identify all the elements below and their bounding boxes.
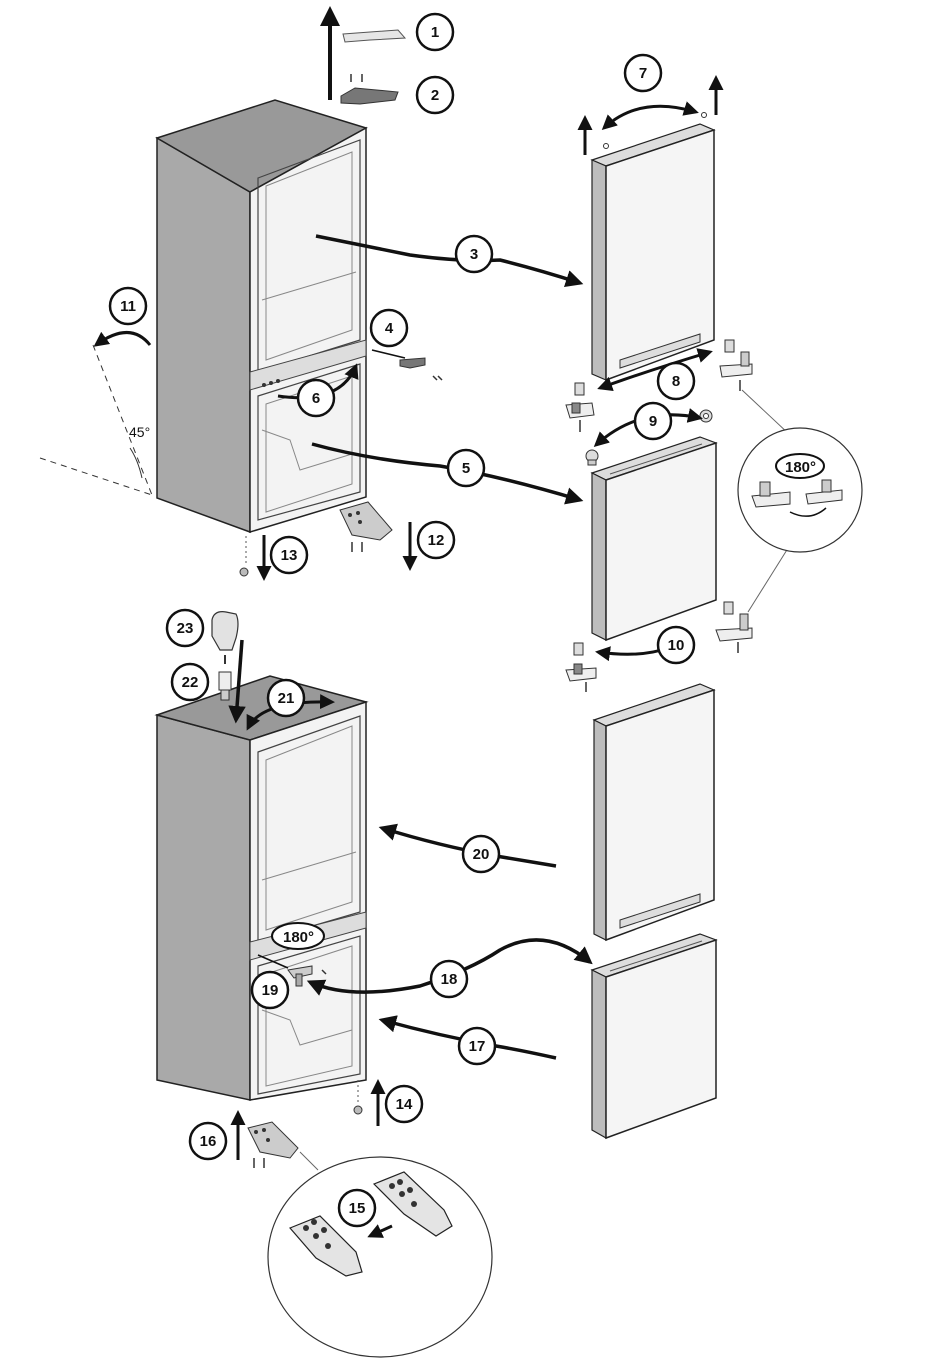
step-marker-22: 22: [172, 664, 208, 700]
step-number: 21: [278, 690, 295, 707]
step-marker-2: 2: [417, 77, 453, 113]
step-number: 11: [120, 298, 136, 315]
step-number: 6: [312, 390, 320, 407]
step-number: 9: [649, 413, 657, 430]
step-marker-18: 18: [431, 961, 467, 997]
step-marker-6: 6: [298, 380, 334, 416]
fridge-top: [157, 100, 366, 532]
step-marker-20: 20: [463, 836, 499, 872]
step-number: 8: [672, 373, 680, 390]
rotation-detail-top: [738, 390, 862, 612]
step-marker-3: 3: [456, 236, 492, 272]
step-number: 18: [441, 971, 458, 988]
step-number: 19: [262, 982, 279, 999]
foot-refit: [354, 1080, 362, 1114]
rotate-label-top: 180°: [785, 459, 816, 476]
step-number: 20: [473, 846, 490, 863]
top-hinge-bracket: [341, 74, 398, 104]
step-marker-4: 4: [371, 310, 407, 346]
angle-label: 45°: [129, 424, 150, 440]
top-hinge-cover: [343, 30, 405, 42]
step-number: 16: [200, 1133, 217, 1150]
step-marker-17: 17: [459, 1028, 495, 1064]
step-marker-12: 12: [418, 522, 454, 558]
step-marker-13: 13: [271, 537, 307, 573]
step-marker-19: 19: [252, 972, 288, 1008]
step-marker-23: 23: [167, 610, 203, 646]
step-marker-11: 11: [110, 288, 146, 324]
step-number: 7: [639, 65, 647, 82]
step-marker-16: 16: [190, 1123, 226, 1159]
step-number: 1: [431, 24, 439, 41]
step-marker-9: 9: [635, 403, 671, 439]
step-number: 23: [177, 620, 194, 637]
step-number: 13: [281, 547, 298, 564]
tilt-guide: [40, 345, 152, 495]
upper-door-removed: [592, 124, 714, 380]
adjustable-foot: [240, 536, 248, 576]
screwdriver-tool: [212, 612, 238, 664]
lower-door-removed: [592, 437, 716, 640]
step-marker-21: 21: [268, 680, 304, 716]
bottom-hinge: [340, 502, 392, 552]
fridge-bottom: [157, 676, 366, 1100]
step-number: 4: [385, 320, 394, 337]
step-marker-5: 5: [448, 450, 484, 486]
hinge-pin: [219, 672, 231, 700]
step-number: 14: [396, 1096, 413, 1113]
step-number: 2: [431, 87, 439, 104]
step-marker-8: 8: [658, 363, 694, 399]
step-marker-15: 15: [339, 1190, 375, 1226]
hinge-detail-15: [268, 1152, 492, 1357]
step-number: 3: [470, 246, 478, 263]
middle-hinge: [400, 358, 442, 380]
step-number: 17: [469, 1038, 486, 1055]
step-number: 22: [182, 674, 199, 691]
step-number: 5: [462, 460, 470, 477]
step-number: 15: [349, 1200, 366, 1217]
upper-door-refit: [594, 684, 714, 940]
step-number: 10: [668, 637, 685, 654]
rotate-label-bottom: 180°: [283, 929, 314, 946]
bottom-hinge-refit: [248, 1122, 298, 1168]
step-marker-7: 7: [625, 55, 661, 91]
lower-door-refit: [592, 934, 716, 1138]
step-marker-1: 1: [417, 14, 453, 50]
step-marker-14: 14: [386, 1086, 422, 1122]
step-marker-10: 10: [658, 627, 694, 663]
step-number: 12: [428, 532, 445, 549]
